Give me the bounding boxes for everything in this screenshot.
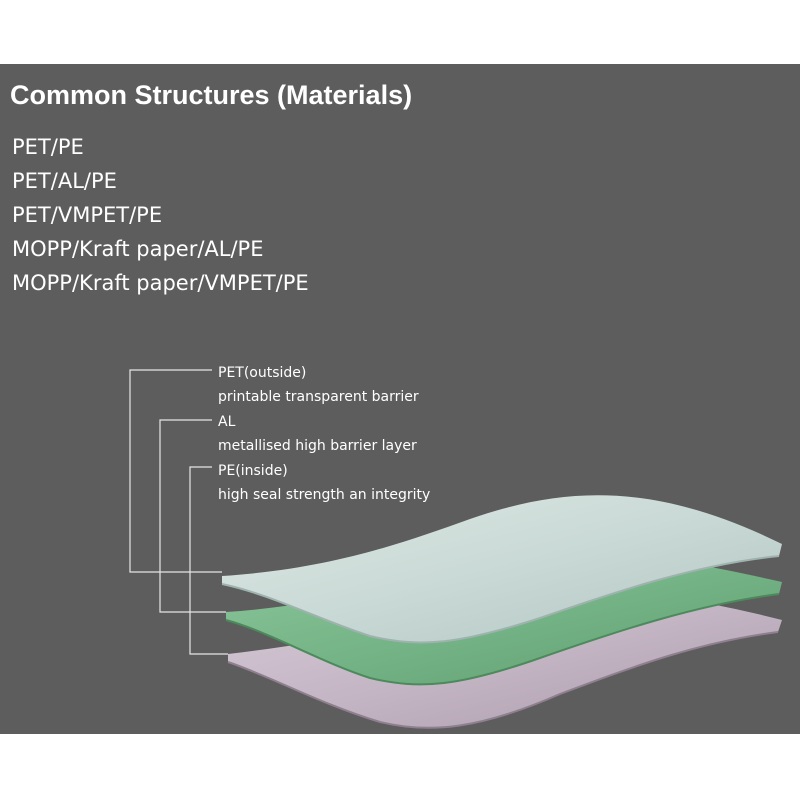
pe-layer-name: PE(inside) — [218, 463, 288, 479]
structures-list: PET/PE PET/AL/PE PET/VMPET/PE MOPP/Kraft… — [12, 130, 309, 300]
layer-diagram: PET(outside) printable transparent barri… — [129, 365, 782, 729]
leader-lines — [129, 369, 228, 655]
pet-leader-line — [129, 369, 222, 573]
page-title: Common Structures (Materials) — [10, 80, 413, 110]
structure-item: MOPP/Kraft paper/AL/PE — [12, 237, 264, 261]
structure-item: PET/PE — [12, 135, 84, 159]
structure-item: MOPP/Kraft paper/VMPET/PE — [12, 271, 309, 295]
pet-layer-sheet — [221, 495, 782, 644]
al-layer-description: metallised high barrier layer — [218, 438, 417, 454]
structure-item: PET/AL/PE — [12, 169, 117, 193]
al-layer-name: AL — [218, 414, 236, 430]
materials-panel: Common Structures (Materials) PET/PE PET… — [0, 64, 800, 734]
al-leader-line — [159, 419, 226, 613]
pe-leader-line — [189, 466, 228, 655]
pe-layer-description: high seal strength an integrity — [218, 487, 430, 503]
pet-layer-description: printable transparent barrier — [218, 389, 419, 405]
pet-layer-name: PET(outside) — [218, 365, 306, 381]
structure-item: PET/VMPET/PE — [12, 203, 163, 227]
